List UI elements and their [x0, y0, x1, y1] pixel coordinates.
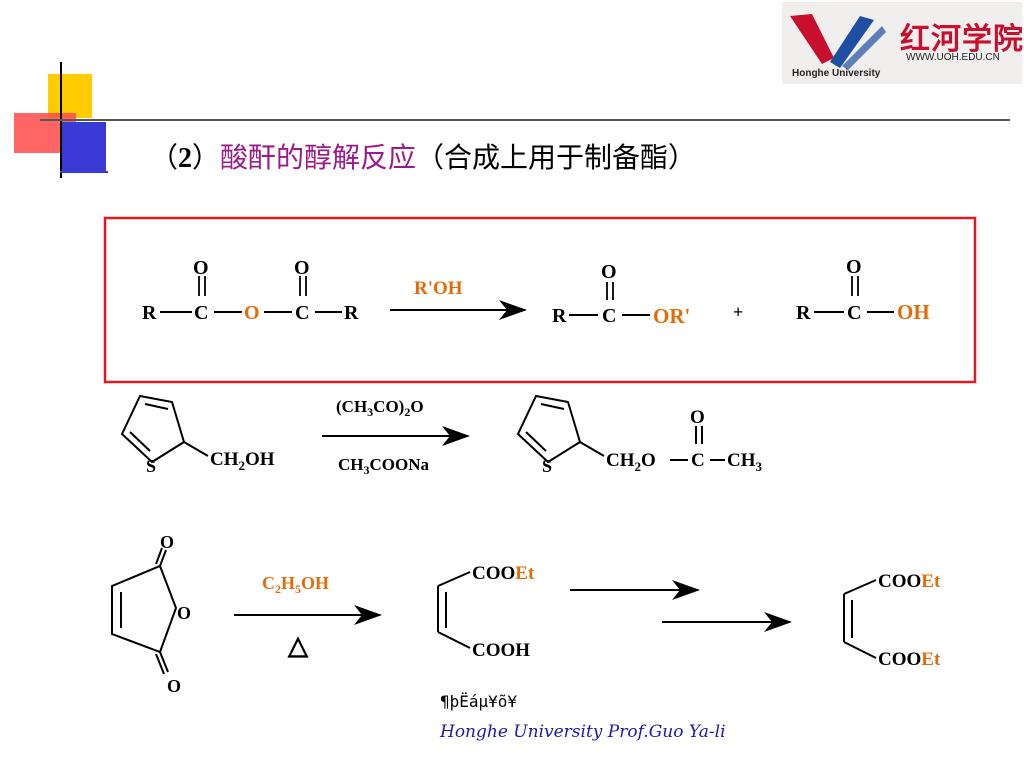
- anhydride-o-top-left: O: [193, 257, 209, 279]
- anhydride-o-top-right: O: [294, 257, 310, 279]
- title-open-paren: （: [150, 141, 179, 174]
- thiophene-ester-product: [516, 394, 725, 464]
- diester-bottom-group: COOEt: [878, 649, 941, 670]
- footer-garbled-text: ¶þËáµ¥õ¥: [440, 692, 518, 711]
- acid-c: C: [847, 302, 861, 324]
- ester-product: R C O OR': [552, 261, 690, 328]
- anhydride-r-right: R: [344, 302, 359, 324]
- diester-structure: [843, 579, 877, 659]
- acetic-anhydride-reagent: (CH3CO)2O: [336, 397, 424, 419]
- diester-top-group: COOEt: [878, 571, 941, 592]
- deco-yellow-square: [48, 74, 92, 118]
- thiophene-s-reactant: S: [146, 456, 156, 476]
- ester-r: R: [552, 305, 567, 327]
- anhydride-o-ring: O: [177, 603, 191, 623]
- title-main: 酸酐的醇解反应: [220, 141, 417, 174]
- logo-url: WWW.UOH.EDU.CN: [906, 52, 1000, 63]
- thiophenemethanol-reactant: [120, 394, 209, 464]
- ester-c: C: [602, 305, 616, 327]
- general-reagent-label: R'OH: [414, 278, 463, 299]
- footer-credit: Honghe University Prof.Guo Ya-li: [440, 722, 726, 742]
- general-reaction-box: [103, 216, 977, 384]
- anhydride-reactant: R C O O C O R: [142, 257, 359, 324]
- acid-product: R C O OH: [796, 256, 930, 324]
- anhydride-o-top-ring: O: [160, 532, 174, 552]
- ester-o-top: O: [601, 261, 617, 283]
- sodium-acetate-reagent: CH3COONa: [338, 455, 430, 477]
- anhydride-o-bridge: O: [244, 302, 260, 324]
- maleic-anhydride: [111, 547, 178, 675]
- monoester-bottom-group: COOH: [472, 640, 530, 661]
- monoester-top-group: COOEt: [472, 563, 535, 584]
- monoester-structure: [437, 571, 471, 649]
- university-logo: [782, 2, 1022, 84]
- plus-sign: +: [733, 302, 743, 322]
- logo-chinese-name: 红河学院: [900, 22, 1024, 57]
- corner-decoration: [14, 62, 1010, 178]
- deco-blue-square: [62, 122, 106, 172]
- title-subtitle: （合成上用于制备酯）: [416, 141, 697, 174]
- anhydride-r-left: R: [142, 302, 157, 324]
- anhydride-c-left: C: [194, 302, 208, 324]
- logo-emblem-icon: [790, 14, 886, 70]
- ester-or-group: OR': [653, 304, 690, 328]
- product-carbonyl-c: C: [691, 450, 705, 471]
- heat-symbol: △: [287, 631, 309, 660]
- title-number: 2: [178, 143, 193, 174]
- title-close-paren: ）: [192, 141, 221, 174]
- thiophene-s-product: S: [542, 456, 552, 476]
- ethanol-reagent: C2H5OH: [262, 573, 329, 596]
- product-ch3: CH3: [727, 450, 763, 474]
- acid-r: R: [796, 302, 811, 324]
- anhydride-o-bottom-ring: O: [167, 676, 181, 696]
- anhydride-c-right: C: [295, 302, 309, 324]
- product-ch2o: CH2O: [606, 450, 656, 474]
- slide-title: （2）酸酐的醇解反应（合成上用于制备酯）: [150, 136, 696, 176]
- product-carbonyl-o: O: [690, 407, 705, 428]
- acid-o-top: O: [846, 256, 862, 278]
- thiophene-ch2oh: CH2OH: [210, 449, 275, 473]
- acid-oh: OH: [897, 300, 930, 324]
- logo-english-name: Honghe University: [792, 68, 881, 79]
